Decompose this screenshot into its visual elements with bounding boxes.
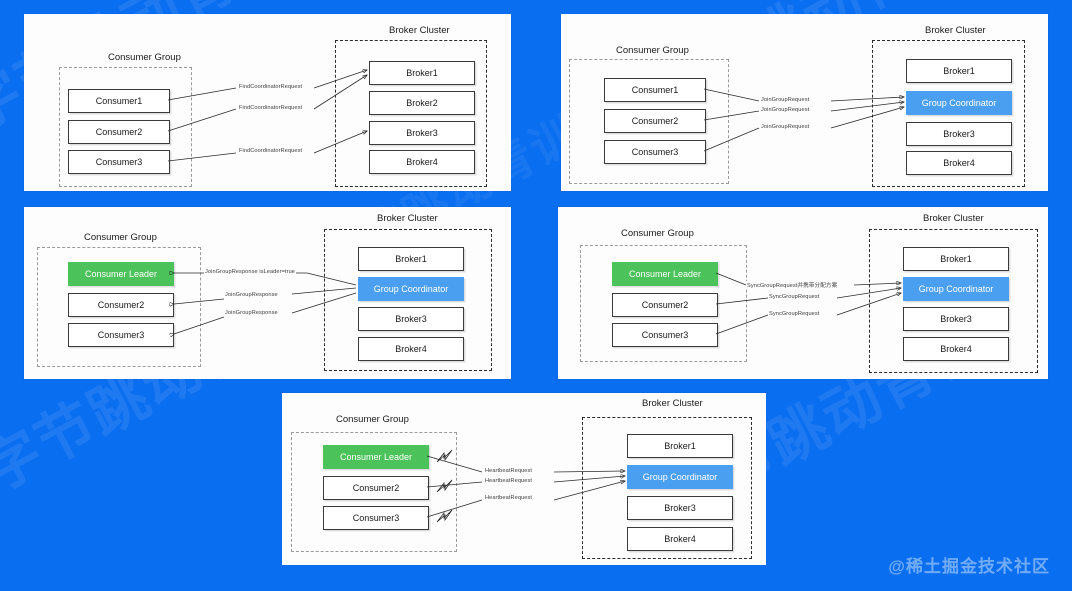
consumer-group-title: Consumer Group: [108, 52, 181, 63]
node-broker3[interactable]: Broker3: [903, 307, 1009, 331]
consumer-group-boundary: [580, 245, 747, 362]
node-broker4[interactable]: Broker4: [358, 337, 464, 361]
consumer-group-title: Consumer Group: [616, 45, 689, 56]
broker-cluster-boundary: [335, 40, 487, 187]
edge-label-join-group-response-2: JoinGroupResponse: [224, 292, 279, 298]
consumer-group-title: Consumer Group: [84, 232, 157, 243]
node-consumer3[interactable]: Consumer3: [604, 140, 706, 164]
consumer-group-boundary: [59, 67, 192, 187]
corner-watermark: @稀土掘金技术社区: [888, 557, 1050, 576]
node-broker1[interactable]: Broker1: [903, 247, 1009, 271]
node-consumer3[interactable]: Consumer3: [68, 150, 170, 174]
node-broker4[interactable]: Broker4: [369, 150, 475, 174]
heartbeat-bolt-icon: [436, 509, 453, 523]
node-broker3[interactable]: Broker3: [358, 307, 464, 331]
node-consumer-leader[interactable]: Consumer Leader: [323, 445, 429, 469]
node-consumer3[interactable]: Consumer3: [323, 506, 429, 530]
broker-cluster-title: Broker Cluster: [642, 398, 703, 409]
edge-label-heartbeat-request-2: HeartbeatRequest: [484, 478, 533, 484]
edge-label-find-coordinator-2: FindCoordinatorRequest: [238, 105, 304, 111]
broker-cluster-title: Broker Cluster: [923, 213, 984, 224]
edge-label-join-group-request-2: JoinGroupRequest: [760, 107, 811, 113]
consumer-group-boundary: [569, 59, 729, 184]
node-broker3[interactable]: Broker3: [627, 496, 733, 520]
node-consumer-leader[interactable]: Consumer Leader: [612, 262, 718, 286]
connector-wires: [426, 449, 766, 523]
broker-cluster-title: Broker Cluster: [377, 213, 438, 224]
heartbeat-bolt-icon: [436, 479, 453, 493]
node-consumer2[interactable]: Consumer2: [604, 109, 706, 133]
consumer-group-title: Consumer Group: [336, 414, 409, 425]
edge-label-join-group-request-3: JoinGroupRequest: [760, 124, 811, 130]
edge-label-find-coordinator-3: FindCoordinatorRequest: [238, 148, 304, 154]
edge-label-sync-group-request-1: SyncGroupRequest并携带分配方案: [746, 281, 839, 289]
node-group-coordinator[interactable]: Group Coordinator: [906, 91, 1012, 115]
broker-cluster-boundary: [869, 229, 1038, 373]
edge-label-join-group-request-1: JoinGroupRequest: [760, 97, 811, 103]
node-consumer-leader[interactable]: Consumer Leader: [68, 262, 174, 286]
node-consumer2[interactable]: Consumer2: [68, 293, 174, 317]
panel-find-coordinator: Consumer Group Broker Cluster Consumer1 …: [24, 14, 511, 191]
edge-label-heartbeat-request-1: HeartbeatRequest: [484, 468, 533, 474]
consumer-group-boundary: [37, 247, 201, 367]
node-consumer3[interactable]: Consumer3: [612, 323, 718, 347]
node-broker1[interactable]: Broker1: [369, 61, 475, 85]
broker-cluster-boundary: [872, 40, 1025, 187]
node-broker4[interactable]: Broker4: [627, 527, 733, 551]
panel-sync-group-request: Consumer Group Broker Cluster Consumer L…: [558, 207, 1048, 379]
node-broker4[interactable]: Broker4: [906, 151, 1012, 175]
node-consumer2[interactable]: Consumer2: [612, 293, 718, 317]
node-broker2[interactable]: Broker2: [369, 91, 475, 115]
node-broker1[interactable]: Broker1: [906, 59, 1012, 83]
node-consumer2[interactable]: Consumer2: [323, 476, 429, 500]
node-group-coordinator[interactable]: Group Coordinator: [358, 277, 464, 301]
node-consumer3[interactable]: Consumer3: [68, 323, 174, 347]
edge-label-sync-group-request-3: SyncGroupRequest: [768, 311, 821, 317]
node-consumer1[interactable]: Consumer1: [68, 89, 170, 113]
connector-wires: [167, 14, 511, 162]
node-broker1[interactable]: Broker1: [627, 434, 733, 458]
edge-label-join-group-response-1: JoinGroupResponse isLeader=true: [204, 269, 297, 275]
connector-wires: [703, 88, 1048, 152]
broker-cluster-boundary: [582, 417, 752, 559]
connector-wires: [715, 272, 1048, 335]
broker-cluster-title: Broker Cluster: [925, 25, 986, 36]
node-broker3[interactable]: Broker3: [906, 122, 1012, 146]
broker-cluster-title: Broker Cluster: [389, 25, 450, 36]
broker-cluster-boundary: [324, 229, 492, 371]
node-group-coordinator[interactable]: Group Coordinator: [903, 277, 1009, 301]
edge-label-heartbeat-request-3: HeartbeatRequest: [484, 495, 533, 501]
edge-label-sync-group-request-2: SyncGroupRequest: [768, 294, 821, 300]
node-broker4[interactable]: Broker4: [903, 337, 1009, 361]
consumer-group-title: Consumer Group: [621, 228, 694, 239]
heartbeat-bolt-icon: [436, 449, 453, 463]
consumer-group-boundary: [291, 432, 457, 552]
node-consumer1[interactable]: Consumer1: [604, 78, 706, 102]
edge-label-find-coordinator-1: FindCoordinatorRequest: [238, 84, 304, 90]
panel-join-group-response: Consumer Group Broker Cluster Consumer L…: [24, 207, 511, 379]
node-group-coordinator[interactable]: Group Coordinator: [627, 465, 733, 489]
node-broker3[interactable]: Broker3: [369, 121, 475, 145]
node-broker1[interactable]: Broker1: [358, 247, 464, 271]
panel-heartbeat-request: Consumer Group Broker Cluster Consumer L…: [282, 393, 766, 565]
panel-join-group-request: Consumer Group Broker Cluster Consumer1 …: [561, 14, 1048, 191]
edge-label-join-group-response-3: JoinGroupResponse: [224, 310, 279, 316]
node-consumer2[interactable]: Consumer2: [68, 120, 170, 144]
